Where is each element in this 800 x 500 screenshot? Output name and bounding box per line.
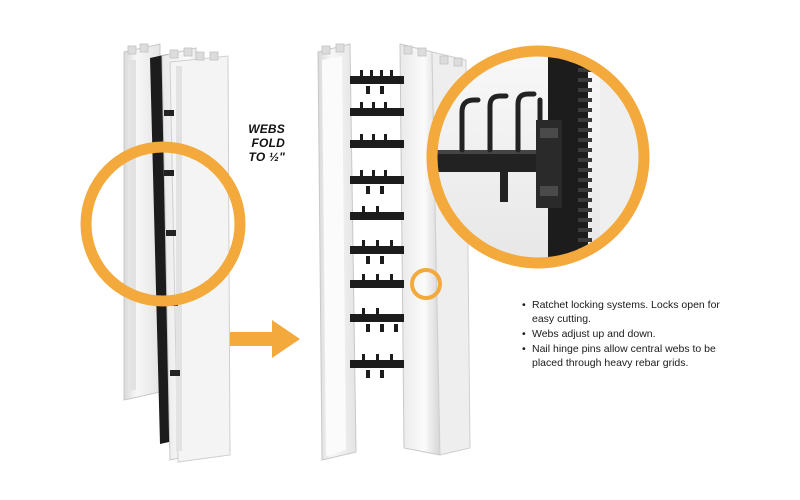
feature-item-ratchet: Ratchet locking systems. Locks open for … xyxy=(522,298,732,326)
feature-item-hinge-pins: Nail hinge pins allow central webs to be… xyxy=(522,342,732,370)
folded-form xyxy=(80,43,246,463)
callout-line-3: TO ½" xyxy=(248,150,285,164)
callout-line-1: WEBS xyxy=(248,122,285,136)
highlight-circle xyxy=(80,141,246,307)
zoom-circle xyxy=(426,45,650,269)
right-arrow-icon xyxy=(230,320,300,358)
webs-fold-callout: WEBS FOLD TO ½" xyxy=(225,122,285,164)
feature-list: Ratchet locking systems. Locks open for … xyxy=(522,298,732,371)
callout-line-2: FOLD xyxy=(251,136,285,150)
open-form xyxy=(317,43,471,461)
detail-highlight-circle xyxy=(410,268,442,300)
feature-item-adjust: Webs adjust up and down. xyxy=(522,327,732,341)
